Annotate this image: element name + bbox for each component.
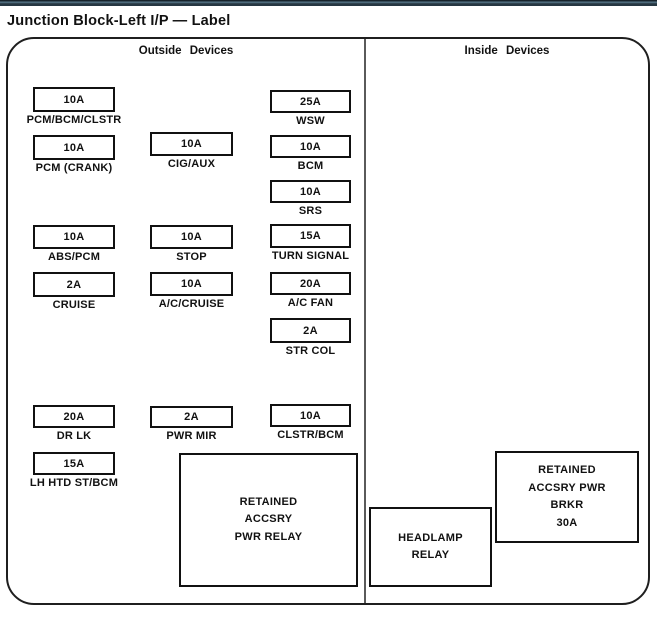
fuse-label: TURN SIGNAL: [271, 250, 350, 262]
fuse-box: 10A: [270, 135, 351, 158]
top-accent-bar: [0, 0, 657, 6]
fuse-box: 15A: [270, 224, 351, 248]
fuse-label: STR COL: [285, 345, 336, 357]
fuse-label: DR LK: [56, 430, 92, 442]
fuse-box: 2A: [150, 406, 233, 428]
fuse-label: A/C FAN: [287, 297, 334, 309]
fuse-box: 10A: [270, 404, 351, 427]
fuse-box: 20A: [33, 405, 115, 428]
inside-devices-header: Inside Devices: [464, 45, 550, 57]
headlamp-relay-box: HEADLAMP RELAY: [369, 507, 492, 587]
fuse-label: A/C/CRUISE: [158, 298, 225, 310]
retained-accsry-pwr-relay-box: RETAINED ACCSRY PWR RELAY: [179, 453, 358, 587]
fuse-label: PWR MIR: [166, 430, 217, 442]
fuse-label: WSW: [296, 115, 325, 127]
fuse-label: PCM (CRANK): [35, 162, 113, 174]
section-divider: [364, 39, 366, 603]
fuse-box: 10A: [33, 87, 115, 112]
fuse-label: ABS/PCM: [47, 251, 101, 263]
fuse-label: PCM/BCM/CLSTR: [26, 114, 122, 126]
fuse-box: 20A: [270, 272, 351, 295]
fuse-label: BCM: [297, 160, 324, 172]
fuse-label: CIG/AUX: [167, 158, 216, 170]
fuse-label: STOP: [176, 251, 207, 263]
fuse-label: SRS: [298, 205, 323, 217]
relay-label-line: ACCSRY PWR: [528, 481, 606, 494]
relay-label-line: BRKR: [550, 499, 584, 511]
relay-label-line: PWR RELAY: [234, 530, 303, 543]
fuse-box: 2A: [270, 318, 351, 343]
fuse-box: 25A: [270, 90, 351, 113]
fuse-box: 10A: [33, 225, 115, 249]
relay-label-line: ACCSRY: [244, 513, 293, 526]
relay-label-line: HEADLAMP: [398, 531, 463, 544]
relay-label-line: RETAINED: [538, 464, 596, 476]
fuse-box: 15A: [33, 452, 115, 475]
fuse-box: 10A: [150, 225, 233, 249]
fuse-label: LH HTD ST/BCM: [29, 477, 119, 489]
fuse-box: 10A: [270, 180, 351, 203]
fuse-box: 2A: [33, 272, 115, 297]
fuse-box: 10A: [150, 272, 233, 296]
relay-label-line: RETAINED: [239, 495, 298, 508]
relay-label-line: RELAY: [411, 549, 450, 561]
fuse-box: 10A: [33, 135, 115, 160]
retained-accsry-pwr-brkr-box: RETAINED ACCSRY PWR BRKR 30A: [495, 451, 639, 543]
outside-devices-header: Outside Devices: [138, 45, 234, 57]
relay-label-line: 30A: [556, 516, 578, 529]
page-title: Junction Block-Left I/P — Label: [7, 13, 231, 29]
fuse-box: 10A: [150, 132, 233, 156]
fuse-label: CRUISE: [52, 299, 96, 311]
fuse-label: CLSTR/BCM: [277, 429, 344, 441]
